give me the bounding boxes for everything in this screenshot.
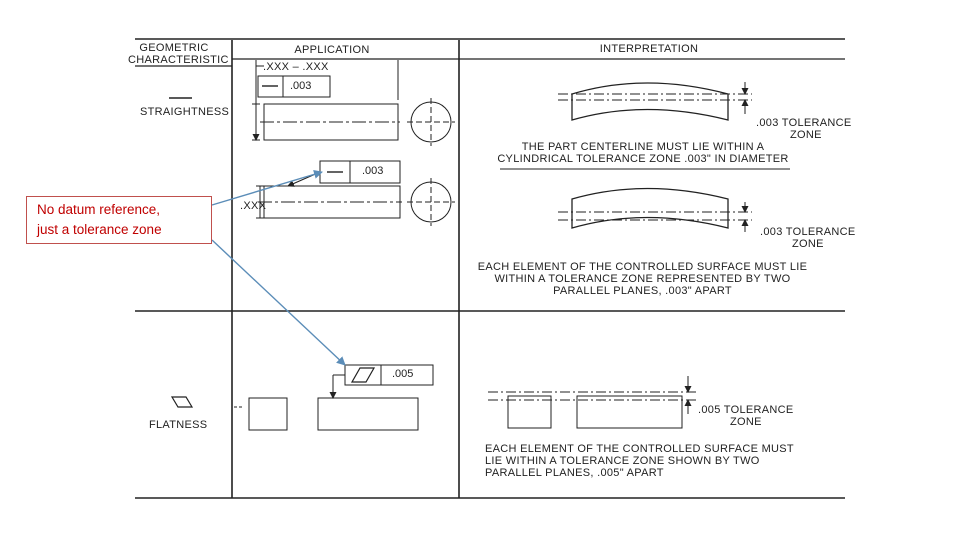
- flatness-text-line2: LIE WITHIN A TOLERANCE ZONE SHOWN BY TWO: [485, 455, 760, 467]
- straightness-dim-top: .XXX – .XXX: [263, 61, 329, 73]
- straightness-label: STRAIGHTNESS: [140, 106, 230, 118]
- straightness-fcf2-value: .003: [362, 165, 384, 177]
- flatness-zone-value: .005 TOLERANCE: [698, 404, 794, 416]
- straightness-dim-side: .XXX: [240, 200, 267, 212]
- interp2-text: EACH ELEMENT OF THE CONTROLLED SURFACE M…: [470, 261, 815, 297]
- straightness-application-1: [252, 60, 455, 146]
- callout-line2: just a tolerance zone: [37, 222, 162, 237]
- table-grid: [135, 38, 845, 499]
- straightness-fcf1-value: .003: [290, 80, 312, 92]
- flatness-zone-word: ZONE: [730, 416, 762, 428]
- header-application: APPLICATION: [294, 44, 370, 56]
- callout-line1: No datum reference,: [37, 202, 161, 217]
- interp2-text-line1: EACH ELEMENT OF THE CONTROLLED SURFACE M…: [477, 261, 808, 273]
- flatness-text: EACH ELEMENT OF THE CONTROLLED SURFACE M…: [485, 443, 794, 479]
- interp1-zone-value: .003 TOLERANCE: [756, 117, 852, 129]
- header-characteristic-line2: CHARACTERISTIC: [128, 54, 229, 66]
- header-characteristic-line1: GEOMETRIC: [139, 42, 209, 54]
- flatness-text-line1: EACH ELEMENT OF THE CONTROLLED SURFACE M…: [485, 443, 794, 455]
- interp1-zone-word: ZONE: [790, 129, 822, 141]
- straightness-interpretation-2: [558, 187, 752, 232]
- interp2-zone-value: .003 TOLERANCE: [760, 226, 856, 238]
- interp2-text-line2: WITHIN A TOLERANCE ZONE REPRESENTED BY T…: [494, 273, 791, 285]
- flatness-application: [234, 364, 434, 431]
- flatness-label: FLATNESS: [149, 419, 208, 431]
- interp1-text: THE PART CENTERLINE MUST LIE WITHIN A CY…: [478, 141, 808, 165]
- callout-box: No datum reference, just a tolerance zon…: [26, 196, 212, 244]
- interp2-zone-word: ZONE: [792, 238, 824, 250]
- flatness-fcf-value: .005: [392, 368, 414, 380]
- interp1-text-line2: CYLINDRICAL TOLERANCE ZONE .003" IN DIAM…: [497, 153, 789, 165]
- interp2-text-line3: PARALLEL PLANES, .003" APART: [553, 285, 732, 297]
- flatness-symbol: [170, 396, 194, 408]
- straightness-interpretation-1: [500, 82, 790, 170]
- flatness-interpretation: [488, 376, 698, 429]
- straightness-application-2: [256, 160, 455, 226]
- header-interpretation: INTERPRETATION: [599, 43, 699, 55]
- flatness-text-line3: PARALLEL PLANES, .005" APART: [485, 467, 664, 479]
- callout-arrows: [211, 169, 346, 366]
- interp1-text-line1: THE PART CENTERLINE MUST LIE WITHIN A: [521, 141, 765, 153]
- header-characteristic: GEOMETRIC CHARACTERISTIC: [128, 42, 229, 66]
